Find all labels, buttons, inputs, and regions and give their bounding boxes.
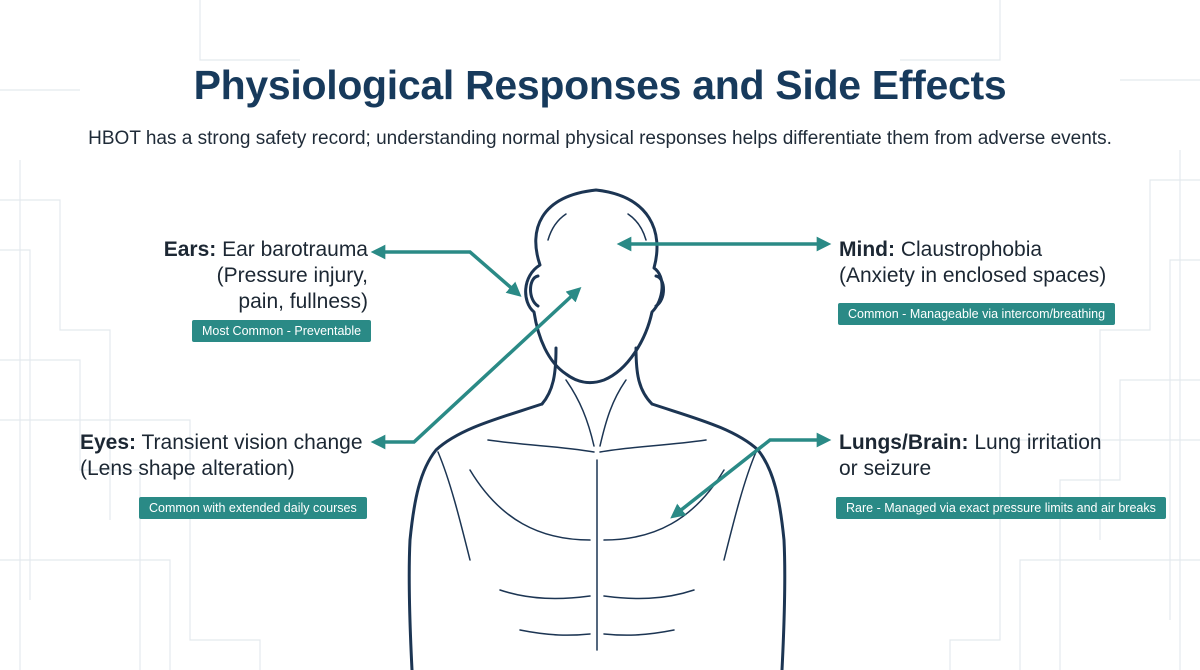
mind-text-2: (Anxiety in enclosed spaces) <box>839 264 1107 287</box>
ears-arrow <box>370 244 522 297</box>
eyes-text-2: (Lens shape alteration) <box>80 457 295 480</box>
ears-text-2: (Pressure injury, <box>216 264 368 287</box>
eyes-text-1: Transient vision change <box>136 431 363 454</box>
lungs-brain-text-2: or seizure <box>839 457 932 480</box>
eyes-heading: Eyes: <box>80 431 137 454</box>
mind-badge: Common - Manageable via intercom/breathi… <box>838 303 1116 325</box>
ears-heading: Ears: <box>163 238 217 261</box>
page-subtitle: HBOT has a strong safety record; underst… <box>88 128 1112 149</box>
ears-badge: Most Common - Preventable <box>192 320 372 342</box>
ears-text-1: Ear barotrauma <box>216 238 368 261</box>
lungs-brain-callout: Lungs/Brain: Lung irritation or seizure <box>839 430 1102 482</box>
eyes-callout: Eyes: Transient vision change (Lens shap… <box>80 430 363 482</box>
ears-text-3: pain, fullness) <box>238 290 368 313</box>
lungs-brain-heading: Lungs/Brain: <box>839 431 969 454</box>
lungs-brain-text-1: Lung irritation <box>968 431 1102 454</box>
eyes-badge: Common with extended daily courses <box>139 497 367 519</box>
mind-heading: Mind: <box>839 238 895 261</box>
ears-callout: Ears: Ear barotrauma (Pressure injury, p… <box>164 237 368 315</box>
head-outline <box>524 188 664 385</box>
page-title: Physiological Responses and Side Effects <box>193 62 1007 108</box>
lungs-arrow <box>670 432 832 519</box>
eyes-arrow <box>370 287 582 450</box>
mind-callout: Mind: Claustrophobia (Anxiety in enclose… <box>839 237 1106 289</box>
mind-text-1: Claustrophobia <box>894 238 1043 261</box>
lungs-brain-badge: Rare - Managed via exact pressure limits… <box>836 497 1166 519</box>
